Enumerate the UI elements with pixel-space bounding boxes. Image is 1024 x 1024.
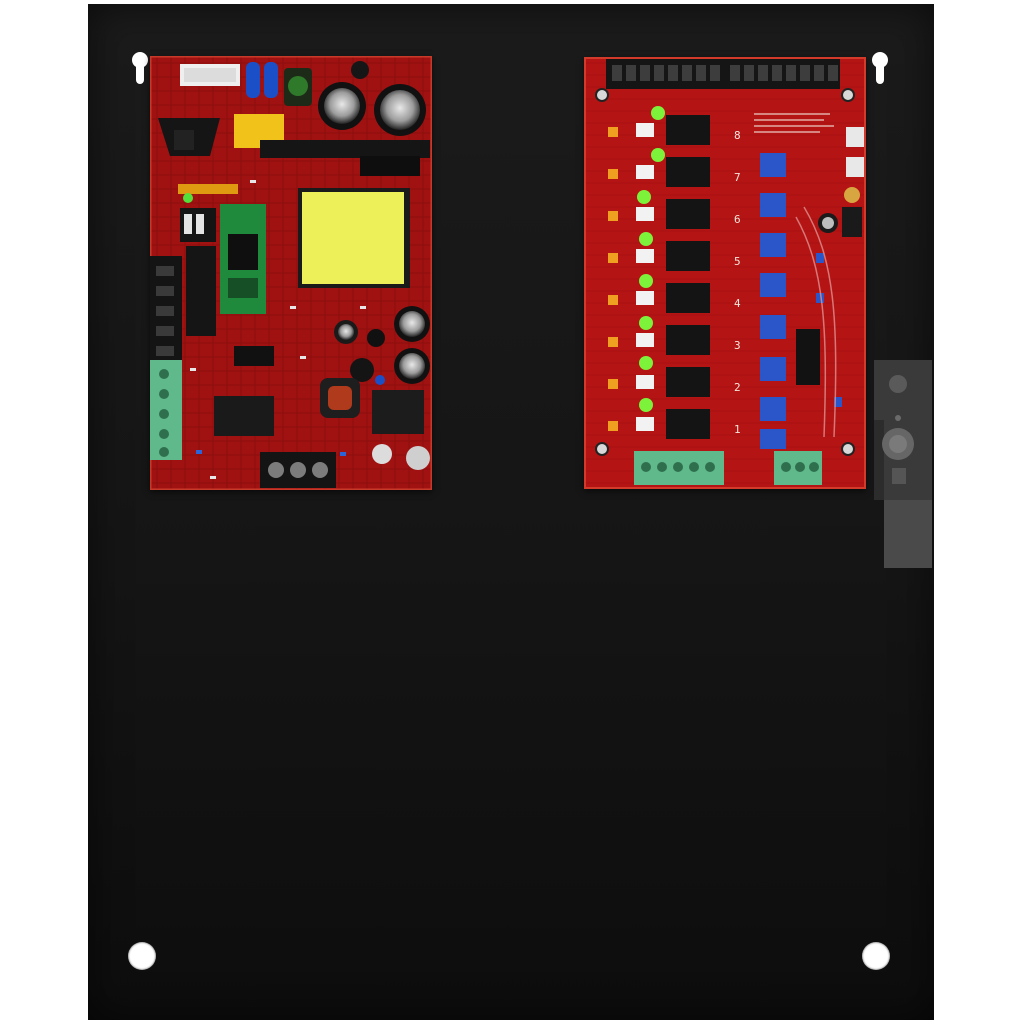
channel-label-3: 3 — [734, 339, 741, 352]
power-supply-board-art — [150, 56, 432, 490]
relay-channel-1 — [608, 398, 786, 449]
channel-label-8: 8 — [734, 129, 741, 142]
relay-channel-2 — [608, 356, 786, 421]
channel-label-2: 2 — [734, 381, 741, 394]
channel-label-4: 4 — [734, 297, 741, 310]
keyhole-mount-right — [871, 50, 889, 90]
relay-channel-4 — [608, 274, 786, 339]
relay-channel-3 — [608, 316, 786, 381]
relay-channel-5 — [608, 232, 786, 297]
relay-channel-8 — [608, 106, 786, 177]
keyhole-mount-left — [131, 50, 149, 90]
relay-channel-7 — [608, 148, 786, 217]
channel-label-1: 1 — [734, 423, 741, 436]
channel-label-5: 5 — [734, 255, 741, 268]
power-supply-board — [150, 56, 432, 490]
relay-channel-6 — [608, 190, 786, 257]
relay-channels — [608, 106, 786, 449]
mount-hole-bottom-left — [128, 942, 156, 970]
relay-board-art: 8 7 6 5 4 3 2 1 — [584, 57, 866, 489]
relay-board: 8 7 6 5 4 3 2 1 — [584, 57, 866, 489]
mount-hole-bottom-right — [862, 942, 890, 970]
channel-label-6: 6 — [734, 213, 741, 226]
channel-label-7: 7 — [734, 171, 741, 184]
tamper-switch-bracket — [874, 360, 932, 568]
